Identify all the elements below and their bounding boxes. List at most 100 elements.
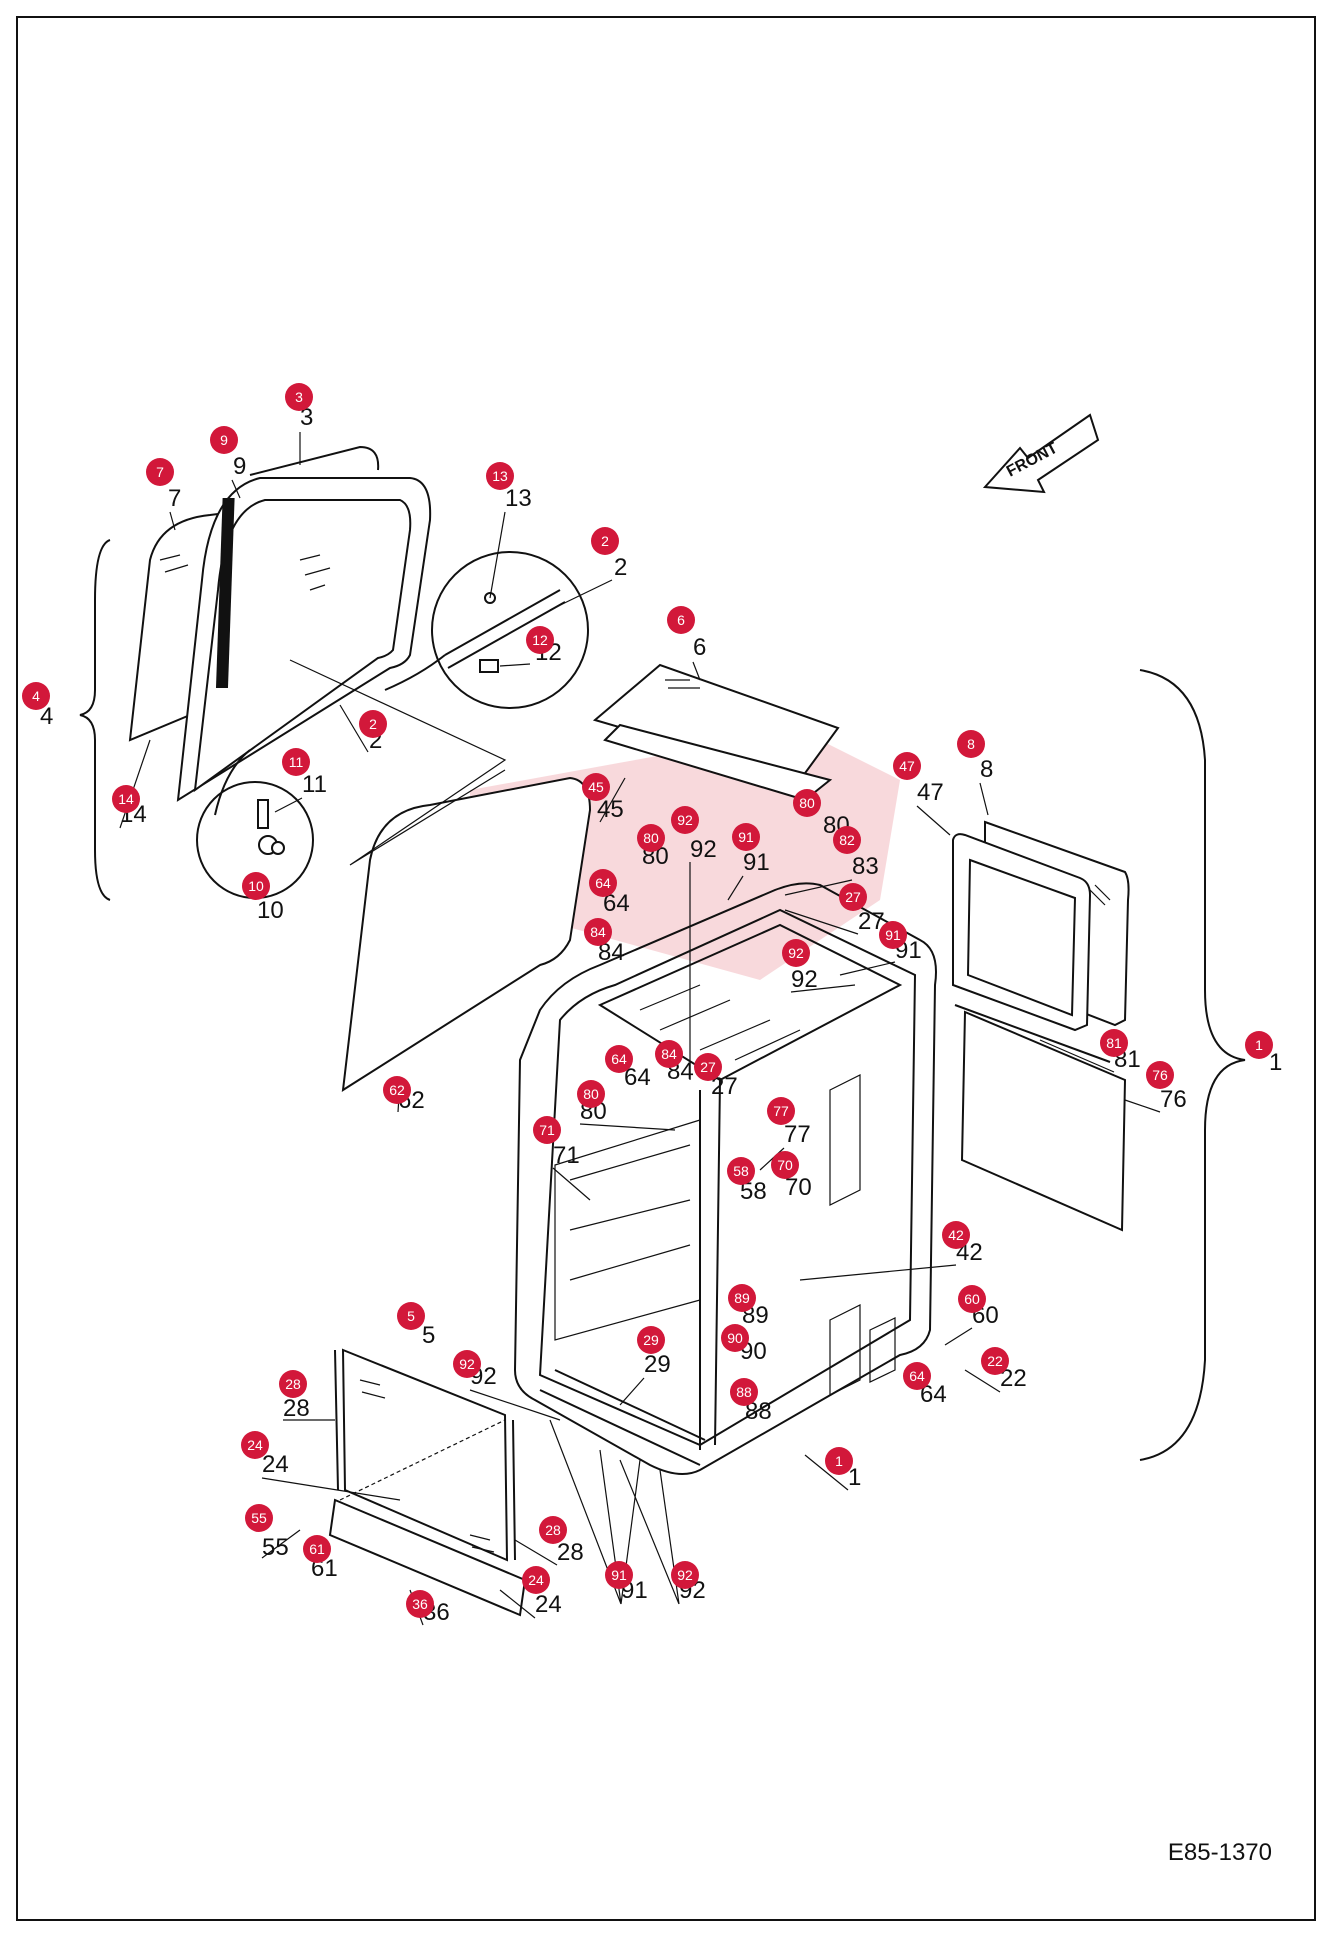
callout-70[interactable]: 70 [771, 1151, 799, 1179]
callout-marker [825, 1447, 853, 1475]
callout-marker [584, 918, 612, 946]
callout-1[interactable]: 1 [825, 1447, 853, 1475]
callout-71[interactable]: 71 [533, 1116, 561, 1144]
callout-4[interactable]: 4 [22, 682, 50, 710]
callout-8[interactable]: 8 [957, 730, 985, 758]
callout-77[interactable]: 77 [767, 1097, 795, 1125]
callout-number: 24 [528, 1572, 544, 1588]
part-label-8: 8 [980, 756, 993, 783]
callout-marker [282, 748, 310, 776]
callout-13[interactable]: 13 [486, 462, 514, 490]
callout-number: 60 [964, 1291, 980, 1307]
callout-14[interactable]: 14 [112, 785, 140, 813]
callout-number: 36 [412, 1596, 428, 1612]
callout-number: 28 [545, 1522, 561, 1538]
callout-28[interactable]: 28 [279, 1370, 307, 1398]
callout-1[interactable]: 1 [1245, 1031, 1273, 1059]
callout-marker [589, 869, 617, 897]
callout-number: 8 [967, 736, 975, 752]
callout-marker [782, 939, 810, 967]
callout-92[interactable]: 92 [671, 1561, 699, 1589]
callout-9[interactable]: 9 [210, 426, 238, 454]
callout-marker [942, 1221, 970, 1249]
callout-3[interactable]: 3 [285, 383, 313, 411]
callout-number: 62 [389, 1082, 405, 1098]
callout-92[interactable]: 92 [453, 1350, 481, 1378]
callout-90[interactable]: 90 [721, 1324, 749, 1352]
part-label-77: 77 [784, 1121, 811, 1148]
callout-42[interactable]: 42 [942, 1221, 970, 1249]
part-label-83: 83 [852, 853, 879, 880]
callout-number: 2 [601, 533, 609, 549]
callout-24[interactable]: 24 [522, 1566, 550, 1594]
callout-marker [605, 1045, 633, 1073]
callout-5[interactable]: 5 [397, 1302, 425, 1330]
callout-marker [958, 1285, 986, 1313]
callout-27[interactable]: 27 [839, 883, 867, 911]
callout-27[interactable]: 27 [694, 1053, 722, 1081]
callout-89[interactable]: 89 [728, 1284, 756, 1312]
callout-55[interactable]: 55 [245, 1504, 273, 1532]
callout-92[interactable]: 92 [671, 806, 699, 834]
callout-number: 82 [839, 832, 855, 848]
callout-marker [533, 1116, 561, 1144]
callout-84[interactable]: 84 [584, 918, 612, 946]
part-label-91: 91 [743, 849, 770, 876]
callout-marker [210, 426, 238, 454]
callout-marker [1146, 1061, 1174, 1089]
callout-64[interactable]: 64 [605, 1045, 633, 1073]
callout-36[interactable]: 36 [406, 1590, 434, 1618]
part-label-6: 6 [693, 634, 706, 661]
callout-number: 80 [643, 830, 659, 846]
callout-2[interactable]: 2 [591, 527, 619, 555]
callout-6[interactable]: 6 [667, 606, 695, 634]
roof-glass [592, 663, 840, 802]
callout-12[interactable]: 12 [526, 626, 554, 654]
callout-91[interactable]: 91 [732, 823, 760, 851]
callout-76[interactable]: 76 [1146, 1061, 1174, 1089]
callout-10[interactable]: 10 [242, 872, 270, 900]
callout-47[interactable]: 47 [893, 752, 921, 780]
callout-marker [539, 1516, 567, 1544]
callout-88[interactable]: 88 [730, 1378, 758, 1406]
callout-marker [526, 626, 554, 654]
callout-91[interactable]: 91 [879, 921, 907, 949]
callout-80[interactable]: 80 [577, 1080, 605, 1108]
callout-82[interactable]: 82 [833, 826, 861, 854]
callout-81[interactable]: 81 [1100, 1029, 1128, 1057]
callout-marker [279, 1370, 307, 1398]
callout-29[interactable]: 29 [637, 1326, 665, 1354]
callout-80[interactable]: 80 [637, 824, 665, 852]
callout-2[interactable]: 2 [359, 710, 387, 738]
callout-62[interactable]: 62 [383, 1076, 411, 1104]
callout-64[interactable]: 64 [903, 1362, 931, 1390]
callout-22[interactable]: 22 [981, 1347, 1009, 1375]
callout-58[interactable]: 58 [727, 1157, 755, 1185]
callout-80[interactable]: 80 [793, 789, 821, 817]
callout-number: 24 [247, 1437, 263, 1453]
callout-marker [605, 1561, 633, 1589]
callout-92[interactable]: 92 [782, 939, 810, 967]
callout-marker [728, 1284, 756, 1312]
callout-number: 90 [727, 1330, 743, 1346]
part-label-29: 29 [644, 1351, 671, 1378]
callout-marker [793, 789, 821, 817]
callout-number: 5 [407, 1308, 415, 1324]
callout-number: 2 [369, 716, 377, 732]
callout-28[interactable]: 28 [539, 1516, 567, 1544]
callout-24[interactable]: 24 [241, 1431, 269, 1459]
callout-marker [839, 883, 867, 911]
callout-45[interactable]: 45 [582, 773, 610, 801]
callout-64[interactable]: 64 [589, 869, 617, 897]
callout-61[interactable]: 61 [303, 1535, 331, 1563]
part-label-1: 1 [848, 1464, 861, 1491]
callout-number: 80 [799, 795, 815, 811]
callout-11[interactable]: 11 [282, 748, 310, 776]
callout-60[interactable]: 60 [958, 1285, 986, 1313]
callout-91[interactable]: 91 [605, 1561, 633, 1589]
right-side-window [952, 820, 1130, 1232]
callout-84[interactable]: 84 [655, 1040, 683, 1068]
part-label-5: 5 [422, 1322, 435, 1349]
callout-7[interactable]: 7 [146, 458, 174, 486]
part-label-45: 45 [597, 796, 624, 823]
